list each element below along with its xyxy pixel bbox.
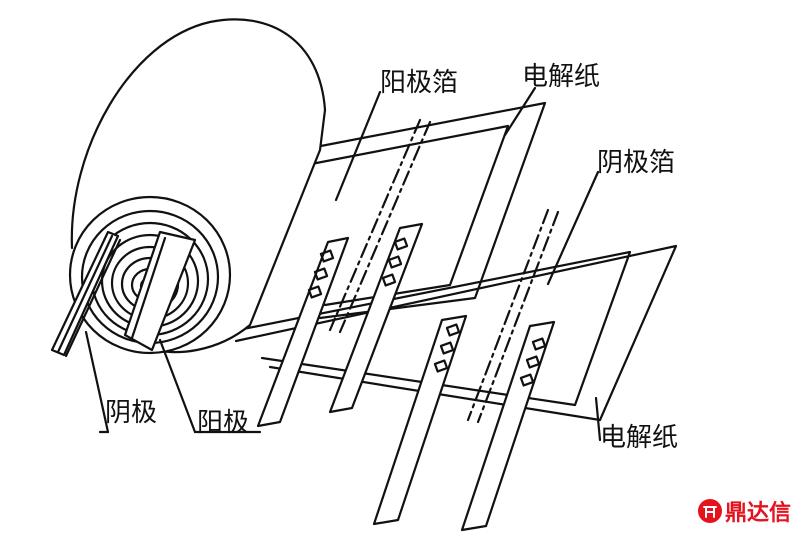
label-electrolytic-paper-bottom: 电解纸: [600, 423, 679, 453]
cathode-foil-sheet: [236, 250, 632, 407]
label-electrolytic-paper-top: 电解纸: [522, 62, 601, 92]
leader-cathode: [84, 330, 110, 434]
leader-cathode-foil: [546, 170, 600, 286]
cathode-lead-strip-2: [460, 320, 556, 532]
label-cathode: 阴极: [105, 398, 158, 428]
leader-paper-bottom: [594, 396, 602, 442]
watermark-logo: 鼎达信: [697, 496, 791, 526]
electrolytic-paper-top-sheet: [298, 101, 547, 320]
anode-lead-strip-1: [256, 236, 350, 428]
anode-lead-strip-2: [328, 222, 424, 414]
leader-anode: [158, 338, 197, 434]
label-cathode-foil: 阴极箔: [597, 148, 676, 178]
roll-anode-lead: [123, 230, 197, 352]
label-anode-foil: 阳极箔: [380, 68, 459, 98]
leader-paper-top: [503, 86, 537, 137]
leader-anode-foil: [334, 90, 382, 202]
watermark-text: 鼎达信: [724, 501, 791, 526]
label-anode: 阳极: [197, 408, 250, 438]
cathode-lead-strip-1: [372, 314, 468, 526]
logo-seal-icon: [697, 499, 722, 523]
